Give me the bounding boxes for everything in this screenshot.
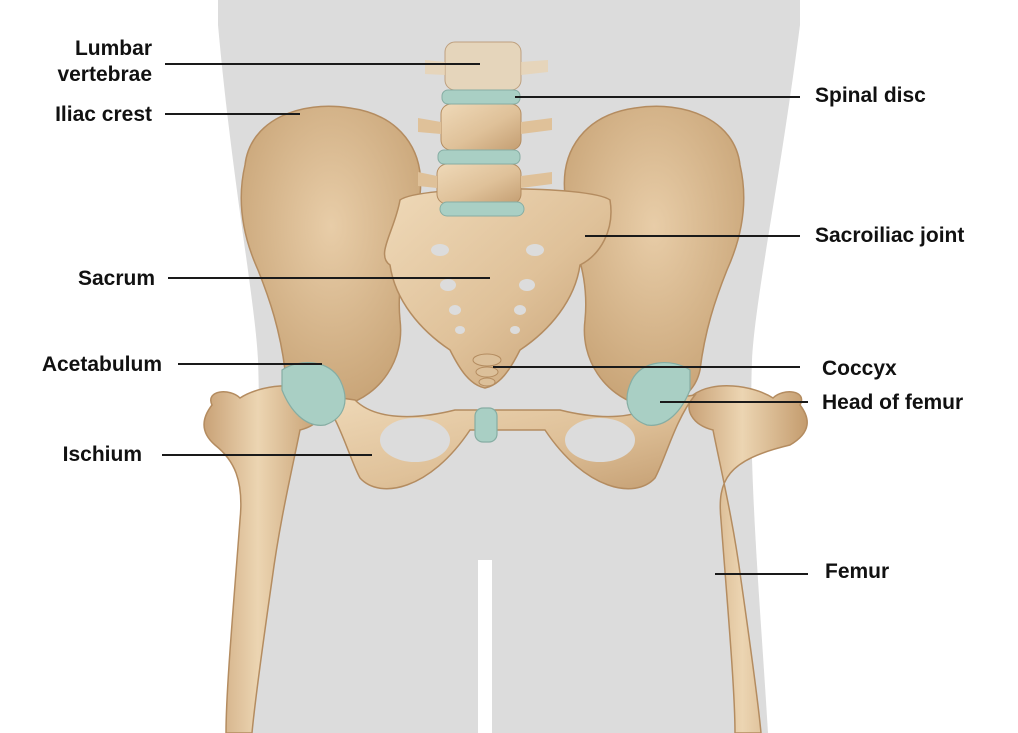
label-spinal-disc: Spinal disc [815, 84, 926, 107]
label-lumbar-vertebrae-line2: vertebrae [57, 63, 152, 86]
label-acetabulum: Acetabulum [42, 353, 162, 376]
label-coccyx: Coccyx [822, 357, 897, 380]
obturator-foramen-right [565, 418, 635, 462]
pubic-symphysis [475, 408, 497, 442]
lumbar-vertebrae [418, 42, 552, 204]
label-sacrum: Sacrum [78, 267, 155, 290]
label-iliac-crest: Iliac crest [55, 103, 152, 126]
label-ischium: Ischium [63, 443, 142, 466]
label-femur: Femur [825, 560, 889, 583]
label-head-of-femur: Head of femur [822, 391, 963, 414]
label-lumbar-vertebrae-line1: Lumbar [75, 37, 152, 60]
label-sacroiliac-joint: Sacroiliac joint [815, 224, 964, 247]
obturator-foramen-left [380, 418, 450, 462]
